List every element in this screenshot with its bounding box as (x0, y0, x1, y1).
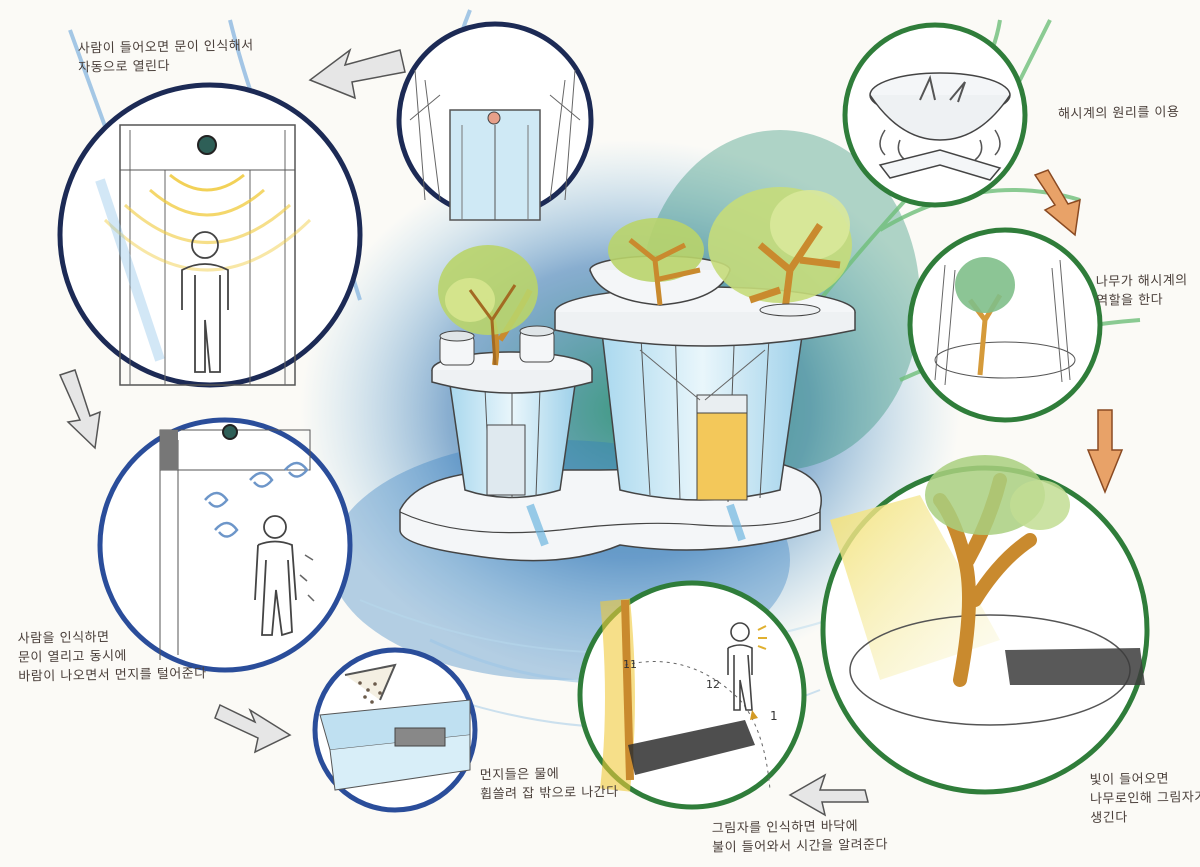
note-line: 역할을 한다 (1096, 292, 1164, 309)
note-dust-drain: 먼지들은 물에 휩쓸려 잡 밖으로 나간다 (480, 764, 619, 804)
circle-sundial (842, 22, 1028, 208)
note-line: 나무가 해시계의 (1095, 273, 1188, 290)
note-shadow-time: 그림자를 인식하면 바닥에 불이 들어와서 시간을 알려준다 (712, 816, 889, 857)
small-pavilion (431, 245, 593, 499)
note-door-open: 사람이 들어오면 문이 인식해서 자동으로 열린다 (78, 36, 255, 77)
note-line: 해시계의 원리를 이용 (1057, 104, 1180, 123)
note-line: 먼지들은 물에 (479, 766, 560, 784)
circle-door-sensor (57, 82, 363, 388)
arrow-top-left (308, 47, 406, 100)
dial-label-11: 11 (623, 658, 637, 671)
person-icon (181, 231, 229, 373)
arrow-bottom-right (214, 703, 292, 754)
note-line: 생긴다 (1090, 810, 1128, 827)
note-line: 사람이 들어오면 문이 인식해서 (77, 38, 254, 57)
note-sundial-wheel: 해시계의 원리를 이용 (1058, 103, 1180, 124)
note-line: 바람이 나오면서 먼지를 털어준다 (18, 666, 207, 685)
central-building (399, 187, 856, 562)
arrow-orange-1 (1033, 169, 1081, 237)
circle-tree-sundial (907, 227, 1103, 423)
circle-drain (312, 647, 478, 813)
walking-person-icon (254, 515, 297, 637)
arrow-orange-2 (1086, 409, 1124, 494)
circle-light-shadow (820, 455, 1150, 795)
circle-door-top (396, 21, 594, 221)
note-line: 빛이 들어오면 (1089, 771, 1170, 789)
dial-label-12: 12 (706, 678, 720, 691)
note-line: 자동으로 열린다 (78, 58, 171, 76)
large-pavilion (554, 187, 856, 503)
arrow-bottom-left (788, 773, 869, 817)
note-light-shadow: 빛이 들어오면 나무로인해 그림자가 생긴다 (1090, 769, 1200, 828)
note-tree-role: 나무가 해시계의 역할을 한다 (1096, 271, 1189, 311)
dial-label-1: 1 (770, 709, 778, 723)
arrow-left-down (58, 369, 101, 450)
note-line: 나무로인해 그림자가 (1089, 789, 1200, 808)
dust-dots (358, 681, 382, 704)
note-line: 불이 들어와서 시간을 알려준다 (712, 837, 889, 856)
circle-air-blower (97, 417, 353, 673)
note-line: 휩쓸려 잡 밖으로 나간다 (480, 784, 619, 803)
note-dust-blow: 사람을 인식하면 문이 열리고 동시에 바람이 나오면서 먼지를 털어준다 (18, 626, 207, 686)
circle-shadow-dial (577, 580, 807, 810)
